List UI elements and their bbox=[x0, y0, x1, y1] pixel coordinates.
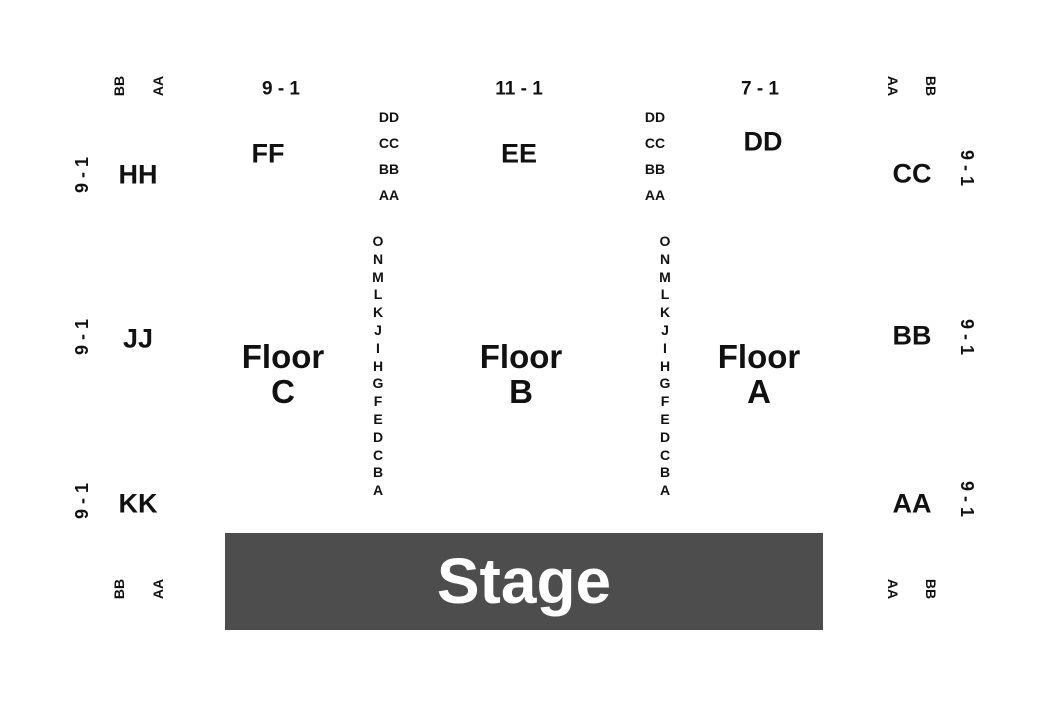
right-floor-row-m: M bbox=[659, 268, 671, 285]
right-floor-row-o: O bbox=[659, 233, 671, 249]
right-floor-row-b: B bbox=[659, 464, 671, 481]
left-floor-row-i: I bbox=[376, 339, 380, 356]
floor-a[interactable]: Floor A bbox=[718, 339, 800, 409]
right-aisle-row-dd: DD bbox=[644, 109, 666, 125]
right-aisle-row-cc: CC bbox=[644, 135, 666, 151]
section-hh: HH bbox=[118, 159, 158, 190]
right-floor-row-c: C bbox=[659, 446, 671, 463]
left-aisle-row-cc: CC bbox=[378, 135, 400, 151]
floor-c-letter: C bbox=[271, 373, 295, 410]
left-aisle-row-dd: DD bbox=[378, 109, 400, 125]
right-floor-row-a: A bbox=[659, 482, 671, 499]
left-range-hh: 9 - 1 bbox=[72, 156, 92, 194]
right-floor-row-f: F bbox=[660, 393, 670, 410]
left-floor-row-h: H bbox=[372, 357, 384, 374]
left-floor-row-f: F bbox=[373, 393, 383, 410]
right-floor-row-k: K bbox=[659, 304, 671, 321]
left-floor-row-c: C bbox=[372, 446, 384, 463]
floor-c-name: Floor bbox=[241, 338, 325, 375]
section-ff: FF bbox=[251, 138, 285, 169]
left-top-row-bb: BB bbox=[111, 75, 127, 97]
right-aisle-row-aa: AA bbox=[644, 187, 666, 203]
left-bottom-row-bb: BB bbox=[111, 578, 127, 600]
left-floor-row-o: O bbox=[372, 233, 384, 249]
right-floor-row-j: J bbox=[661, 321, 669, 338]
section-aa: AA bbox=[892, 488, 932, 519]
floor-b-name: Floor bbox=[479, 338, 563, 375]
section-cc: CC bbox=[892, 158, 932, 189]
right-floor-row-n: N bbox=[659, 250, 671, 267]
right-bottom-row-bb: BB bbox=[923, 578, 939, 600]
left-floor-row-n: N bbox=[372, 250, 384, 267]
left-floor-row-d: D bbox=[372, 428, 384, 445]
section-dd: DD bbox=[743, 126, 783, 157]
section-jj: JJ bbox=[122, 323, 154, 354]
left-floor-row-g: G bbox=[372, 375, 384, 392]
right-aisle-row-bb: BB bbox=[644, 161, 666, 177]
right-floor-row-l: L bbox=[660, 286, 670, 303]
left-floor-row-j: J bbox=[374, 321, 382, 338]
left-floor-row-m: M bbox=[372, 268, 384, 285]
seat-range-floor-a: 7 - 1 bbox=[740, 78, 780, 100]
right-floor-row-h: H bbox=[659, 357, 671, 374]
stage: Stage bbox=[225, 533, 823, 630]
stage-label: Stage bbox=[436, 544, 612, 617]
left-floor-row-l: L bbox=[373, 286, 383, 303]
left-aisle-row-aa: AA bbox=[378, 187, 400, 203]
left-floor-row-e: E bbox=[373, 410, 383, 427]
right-range-aa: 9 - 1 bbox=[957, 480, 977, 518]
seat-range-floor-b: 11 - 1 bbox=[495, 78, 543, 100]
right-range-cc: 9 - 1 bbox=[957, 149, 977, 187]
left-top-row-aa: AA bbox=[150, 75, 166, 97]
right-floor-row-d: D bbox=[659, 428, 671, 445]
seat-range-floor-c: 9 - 1 bbox=[261, 78, 301, 100]
right-bottom-row-aa: AA bbox=[885, 578, 901, 600]
left-bottom-row-aa: AA bbox=[150, 578, 166, 600]
right-range-bb: 9 - 1 bbox=[957, 318, 977, 356]
floor-c[interactable]: Floor C bbox=[242, 339, 324, 409]
floor-a-letter: A bbox=[747, 373, 771, 410]
floor-b-letter: B bbox=[509, 373, 533, 410]
right-floor-row-i: I bbox=[663, 339, 667, 356]
section-kk: KK bbox=[118, 488, 158, 519]
left-range-jj: 9 - 1 bbox=[72, 318, 92, 356]
left-floor-row-k: K bbox=[372, 304, 384, 321]
section-bb: BB bbox=[892, 320, 932, 351]
right-top-row-bb: BB bbox=[923, 75, 939, 97]
left-range-kk: 9 - 1 bbox=[72, 482, 92, 520]
left-aisle-row-bb: BB bbox=[378, 161, 400, 177]
section-ee: EE bbox=[500, 138, 538, 169]
left-floor-row-b: B bbox=[372, 464, 384, 481]
right-floor-row-e: E bbox=[660, 410, 670, 427]
floor-b[interactable]: Floor B bbox=[480, 339, 562, 409]
right-top-row-aa: AA bbox=[885, 75, 901, 97]
left-floor-row-a: A bbox=[372, 482, 384, 499]
right-floor-row-g: G bbox=[659, 375, 671, 392]
floor-a-name: Floor bbox=[717, 338, 801, 375]
